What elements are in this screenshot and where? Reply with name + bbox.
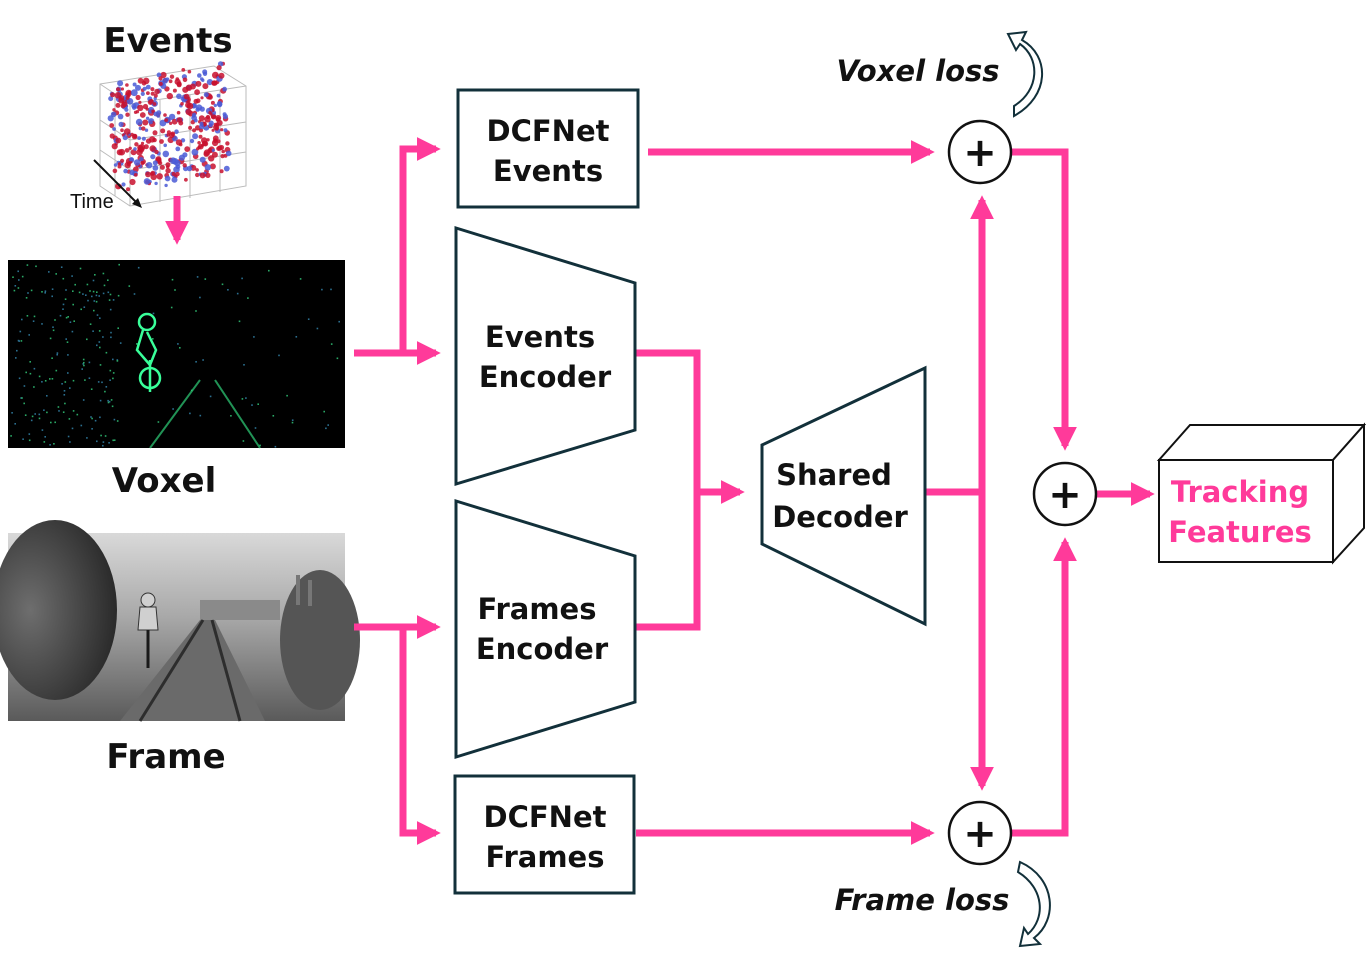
dcfnet-frames-label-2: Frames [486,840,605,874]
tracking-features-output: Tracking Features [1156,422,1366,565]
shared-decoder-block: Shared Decoder [760,365,927,627]
frames-encoder-label-2: Encoder [476,632,609,666]
svg-text:+: + [963,130,997,176]
events-title: Events [103,21,232,61]
flow-top-sum-out [1010,148,1077,451]
frame-title: Frame [106,737,225,777]
flow-voxel-out [354,137,441,357]
dcfnet-frames-block: DCFNet Frames [453,774,636,895]
frame-loss: Frame loss [835,860,1051,948]
frame-loss-label: Frame loss [835,883,1010,917]
voxel-loss: Voxel loss [836,30,1044,118]
dcfnet-events-block: DCFNet Events [456,88,640,209]
events-encoder-label-1: Events [485,320,595,354]
flow-frame-out [354,623,441,845]
shared-decoder-label-2: Decoder [772,500,908,534]
events-encoder-label-2: Encoder [479,360,612,394]
frames-encoder-label-1: Frames [478,592,597,626]
time-label: Time [70,191,114,213]
dcfnet-frames-label-1: DCFNet [484,800,607,834]
frames-encoder-block: Frames Encoder [454,498,637,760]
event-points [107,61,232,192]
voxel-loss-curved-arrow-icon [1006,30,1044,118]
voxel-title: Voxel [112,461,216,501]
sum-node-final: + [1032,461,1098,527]
output-label-2: Features [1168,515,1312,549]
events-plot: Events Time [70,21,247,213]
time-arrow [93,159,141,207]
flow-bottom-sum-out [1010,537,1077,837]
dcfnet-events-label-2: Events [493,154,603,188]
events-encoder-block: Events Encoder [454,225,637,487]
shared-decoder-label-1: Shared [776,458,892,492]
frame-image: Frame [0,520,360,777]
sum-node-bottom: + [947,800,1013,866]
frame-loss-curved-arrow-icon [1016,860,1051,948]
output-label-1: Tracking [1171,475,1309,509]
svg-text:+: + [963,811,997,857]
voxel-image: Voxel [8,260,345,501]
flow-events-encoder-out [636,349,701,631]
dcfnet-events-label-1: DCFNet [487,114,610,148]
voxel-loss-label: Voxel loss [836,54,999,88]
sum-node-top: + [947,119,1013,185]
svg-text:+: + [1048,472,1082,518]
